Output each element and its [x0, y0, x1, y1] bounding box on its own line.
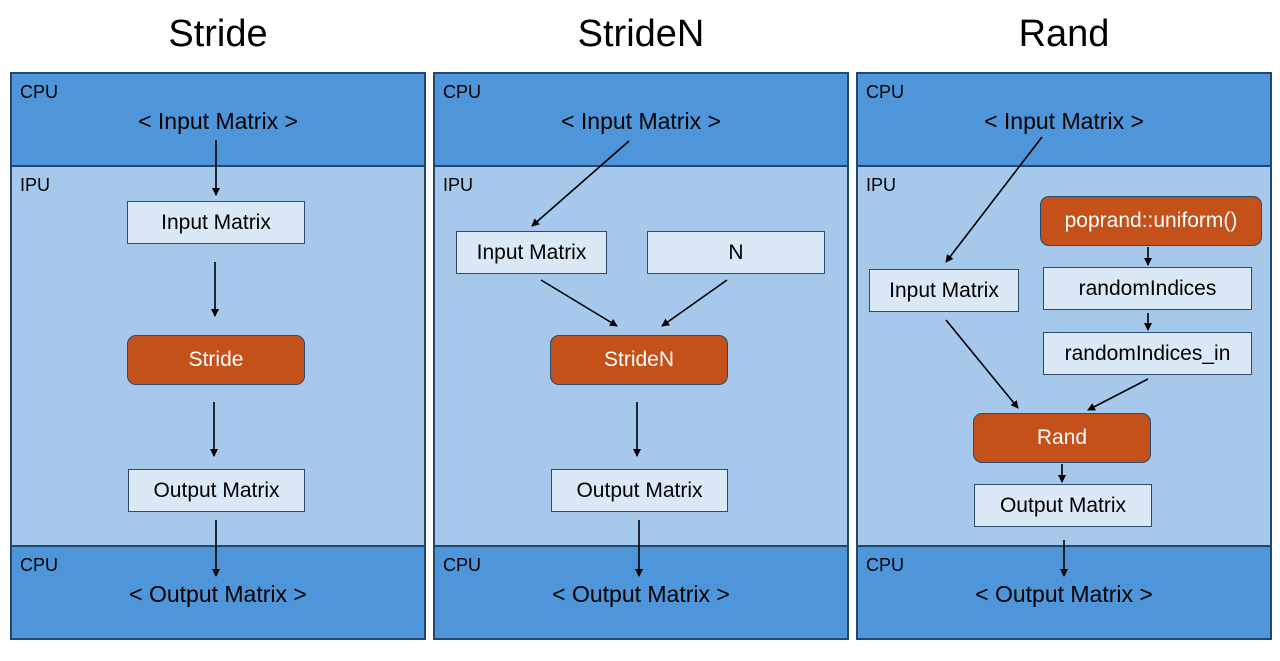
n-node: N	[647, 231, 825, 274]
cpu-input-region: CPU < Input Matrix >	[10, 72, 426, 167]
cpu-output-region: CPU < Output Matrix >	[856, 545, 1272, 640]
cpu-label: CPU	[443, 555, 482, 575]
stride-op-node: Stride	[127, 335, 305, 385]
cpu-output-matrix: < Output Matrix >	[552, 581, 730, 607]
cpu-output-matrix: < Output Matrix >	[975, 581, 1153, 607]
rand-op-node: Rand	[973, 413, 1151, 463]
panel-striden: CPU < Input Matrix > IPU CPU < Output Ma…	[433, 72, 849, 640]
title-stride: Stride	[168, 13, 268, 55]
random-indices-in-node: randomIndices_in	[1043, 332, 1252, 375]
cpu-label: CPU	[866, 82, 905, 102]
cpu-output-region: CPU < Output Matrix >	[433, 545, 849, 640]
cpu-input-matrix: < Input Matrix >	[138, 108, 298, 134]
cpu-input-region: CPU < Input Matrix >	[433, 72, 849, 167]
cpu-input-matrix: < Input Matrix >	[561, 108, 721, 134]
cpu-output-region: CPU < Output Matrix >	[10, 545, 426, 640]
output-matrix-node: Output Matrix	[551, 469, 728, 512]
ipu-label: IPU	[443, 175, 474, 195]
random-indices-node: randomIndices	[1043, 267, 1252, 310]
cpu-label: CPU	[866, 555, 905, 575]
ipu-label: IPU	[20, 175, 51, 195]
ipu-label: IPU	[866, 175, 897, 195]
input-matrix-node: Input Matrix	[456, 231, 607, 274]
cpu-label: CPU	[20, 82, 59, 102]
cpu-input-matrix: < Input Matrix >	[984, 108, 1144, 134]
cpu-input-region: CPU < Input Matrix >	[856, 72, 1272, 167]
title-rand: Rand	[1018, 13, 1110, 55]
output-matrix-node: Output Matrix	[128, 469, 305, 512]
input-matrix-node: Input Matrix	[127, 201, 305, 244]
panel-rand: CPU < Input Matrix > IPU CPU < Output Ma…	[856, 72, 1272, 640]
title-striden: StrideN	[577, 13, 705, 55]
cpu-label: CPU	[20, 555, 59, 575]
cpu-label: CPU	[443, 82, 482, 102]
striden-op-node: StrideN	[550, 335, 728, 385]
input-matrix-node: Input Matrix	[869, 269, 1019, 312]
poprand-uniform-node: poprand::uniform()	[1040, 196, 1262, 246]
output-matrix-node: Output Matrix	[974, 484, 1152, 527]
cpu-output-matrix: < Output Matrix >	[129, 581, 307, 607]
panel-stride: CPU < Input Matrix > IPU CPU < Output Ma…	[10, 72, 426, 640]
